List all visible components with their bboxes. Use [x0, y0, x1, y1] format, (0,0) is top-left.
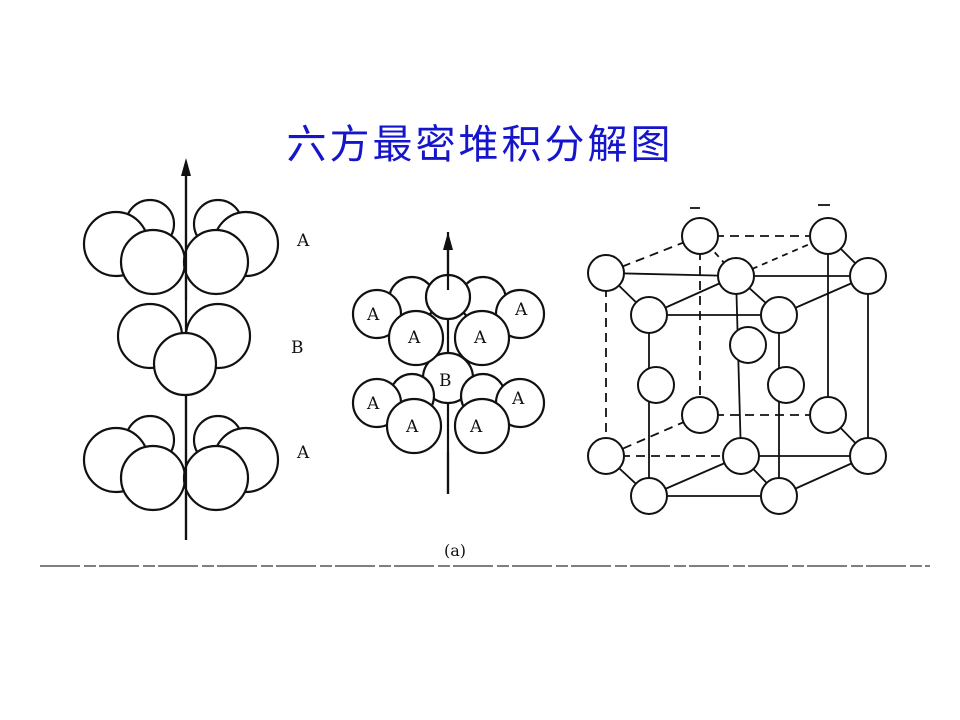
- stacked-label-inner: A: [407, 328, 421, 348]
- atom-cell-bottom: [809, 396, 847, 434]
- stacked-label-center: B: [439, 371, 452, 391]
- atom-overlay: [453, 397, 511, 455]
- atom-layer-a-top: [182, 228, 250, 296]
- atom-overlay: [385, 397, 443, 455]
- atom-cell-middle: [767, 366, 805, 404]
- atom-cell-bottom: [760, 477, 798, 515]
- figure-caption: (a): [444, 541, 466, 560]
- stacked-label-inner: A: [405, 417, 419, 437]
- slide-title: 六方最密堆积分解图: [286, 122, 674, 168]
- stacked-label-outer: A: [366, 394, 380, 414]
- atom-cell-top: [849, 257, 887, 295]
- atom-layer-a-bottom: [119, 444, 187, 512]
- stacked-view: [351, 232, 546, 494]
- stacked-label-outer: A: [511, 389, 525, 409]
- atom-cell-bottom: [630, 477, 668, 515]
- atom-layer-a-top: [119, 228, 187, 296]
- atom-cell-top: [760, 296, 798, 334]
- atom-cell-bottom: [849, 437, 887, 475]
- layer-label-bottom: A: [296, 443, 310, 463]
- atom-cell-bottom: [722, 437, 760, 475]
- atom-cell-middle: [637, 366, 675, 404]
- stacked-label-outer: A: [366, 305, 380, 325]
- stacked-label-outer: A: [514, 300, 528, 320]
- atom-cell-top: [717, 257, 755, 295]
- atom-cell-top: [630, 296, 668, 334]
- layer-label-middle: B: [291, 338, 304, 358]
- atom-cell-top: [587, 254, 625, 292]
- atom-cell-middle: [729, 326, 767, 364]
- atom-overlay: [387, 309, 445, 367]
- atom-layer-a-bottom: [182, 444, 250, 512]
- atom-layer-b: [152, 331, 218, 397]
- atom-cell-bottom: [587, 437, 625, 475]
- atom-overlay: [351, 288, 403, 340]
- layer-stack: [82, 158, 280, 540]
- hexagonal-cell-atoms: [587, 217, 887, 515]
- atom-cell-bottom: [681, 396, 719, 434]
- atom-cell-top: [681, 217, 719, 255]
- layer-label-top: A: [296, 231, 310, 251]
- atom-overlay: [453, 309, 511, 367]
- stacked-label-inner: A: [469, 417, 483, 437]
- stacked-label-inner: A: [473, 328, 487, 348]
- layer-stack-axis-arrow: [181, 158, 191, 176]
- atom-cell-top: [809, 217, 847, 255]
